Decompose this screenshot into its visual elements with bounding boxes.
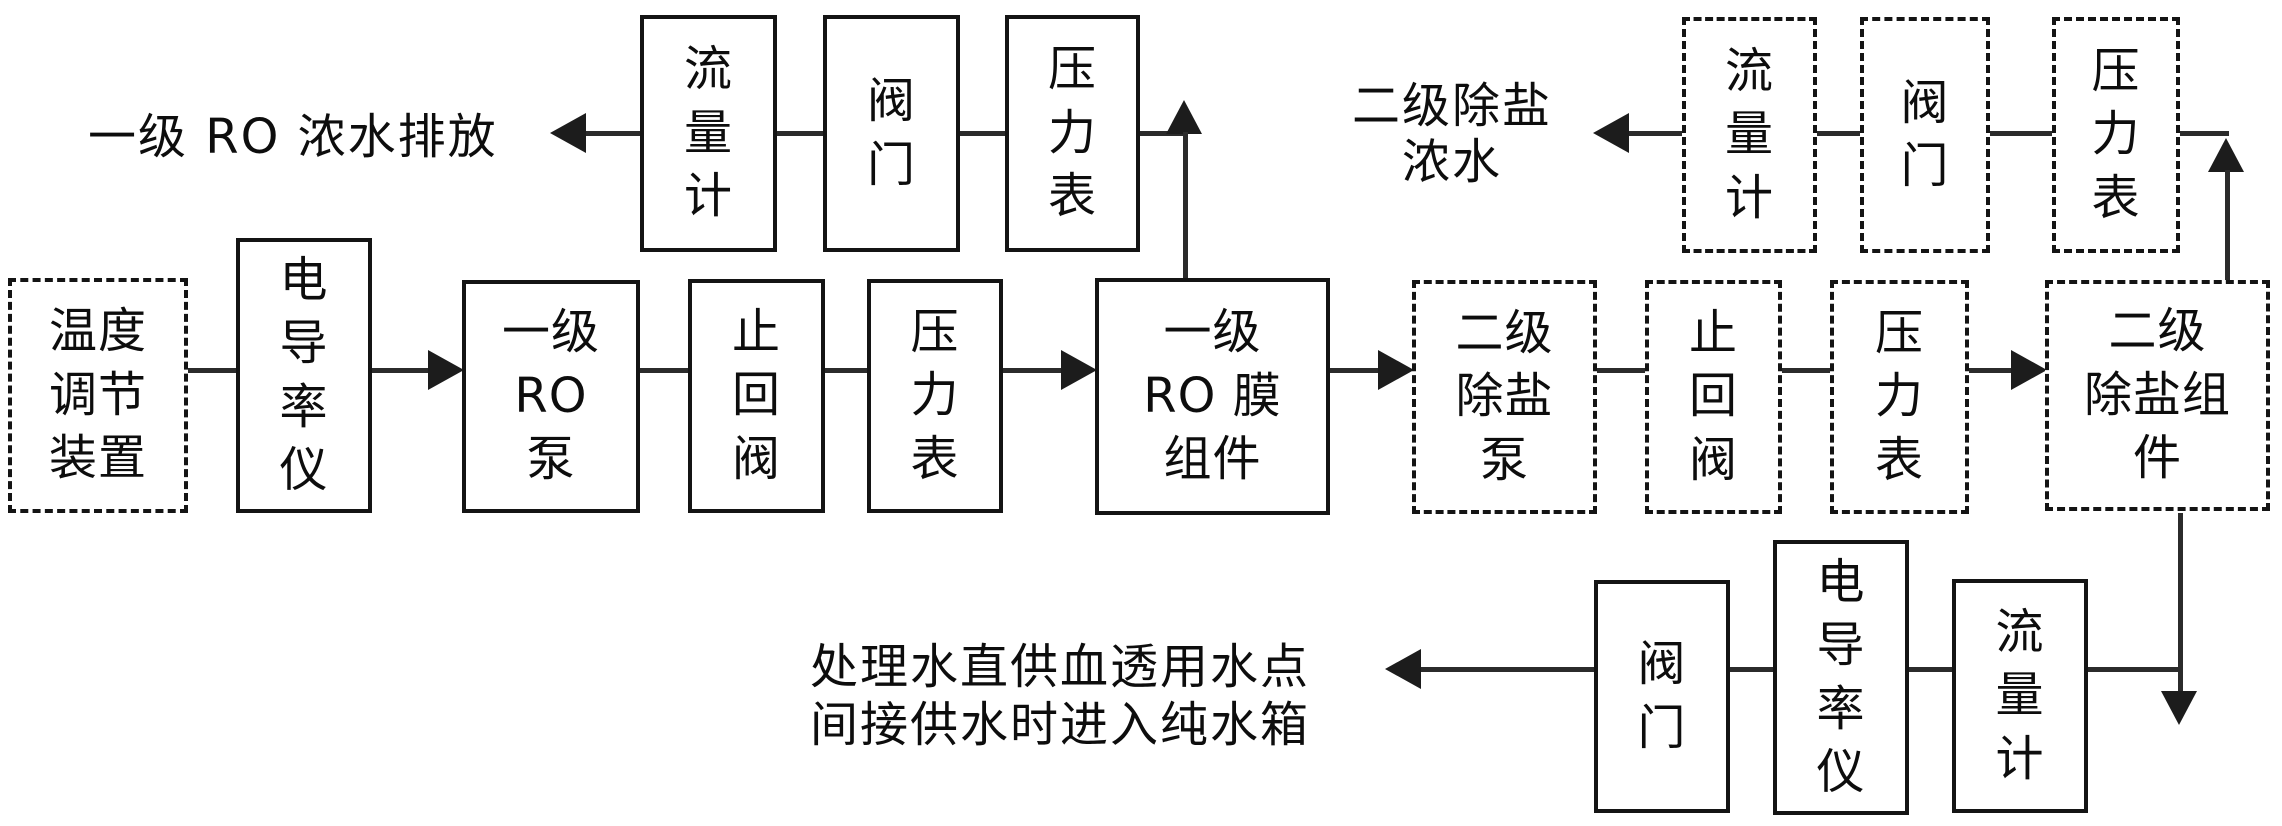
- connector-line: [2225, 170, 2230, 280]
- connector-line: [960, 131, 1005, 136]
- box-flowmeter-stage2-discharge: 流 量 计: [1682, 17, 1817, 253]
- arrowhead-right-icon: [2011, 350, 2047, 390]
- box-pressure-gauge-stage1-discharge: 压 力 表: [1005, 15, 1140, 252]
- connector-line: [1629, 131, 1682, 136]
- box-flowmeter-stage1-discharge: 流 量 计: [640, 15, 777, 252]
- box-stage1-ro-pump: 一级 RO 泵: [462, 280, 640, 513]
- arrowhead-right-icon: [1061, 350, 1097, 390]
- box-temperature-control: 温度 调节 装置: [8, 278, 188, 513]
- arrowhead-left-icon: [550, 113, 586, 153]
- box-outlet-valve: 阀 门: [1594, 580, 1730, 813]
- connector-line: [640, 368, 688, 373]
- box-check-valve-2: 止 回 阀: [1645, 280, 1782, 514]
- connector-line: [372, 368, 428, 373]
- connector-line: [1782, 368, 1830, 373]
- connector-line: [1183, 132, 1188, 278]
- arrowhead-left-icon: [1593, 113, 1629, 153]
- connector-line: [2178, 513, 2183, 693]
- arrowhead-up-icon: [1166, 100, 1202, 134]
- arrowhead-down-icon: [2161, 691, 2197, 725]
- arrowhead-up-icon: [2208, 138, 2244, 172]
- box-pressure-gauge-2: 压 力 表: [1830, 280, 1969, 514]
- connector-line: [188, 368, 236, 373]
- box-valve-stage2-discharge: 阀 门: [1860, 17, 1990, 253]
- connector-line: [1730, 667, 1773, 672]
- connector-line: [1990, 131, 2052, 136]
- box-stage2-desalt-pump: 二级 除盐 泵: [1412, 280, 1597, 514]
- arrowhead-left-icon: [1385, 649, 1421, 689]
- box-stage2-desalt-module: 二级 除盐组 件: [2045, 280, 2270, 511]
- label-treated-water-outlet: 处理水直供血透用水点 间接供水时进入纯水箱: [810, 639, 1311, 753]
- connector-line: [2180, 131, 2229, 136]
- box-valve-stage1-discharge: 阀 门: [823, 15, 960, 252]
- box-pressure-gauge-1: 压 力 表: [867, 279, 1003, 513]
- label-stage2-concentrate-discharge: 二级除盐 浓水: [1351, 78, 1552, 190]
- connector-line: [1909, 667, 1952, 672]
- connector-line: [1969, 368, 2011, 373]
- connector-line: [1003, 368, 1061, 373]
- connector-line: [1817, 131, 1860, 136]
- connector-line: [825, 368, 867, 373]
- arrowhead-right-icon: [1378, 350, 1414, 390]
- box-stage1-ro-membrane: 一级 RO 膜 组件: [1095, 278, 1330, 515]
- box-pressure-gauge-stage2-discharge: 压 力 表: [2052, 17, 2180, 253]
- connector-line: [1330, 368, 1378, 373]
- label-stage1-concentrate-discharge: 一级 RO 浓水排放: [88, 109, 498, 165]
- connector-line: [586, 131, 640, 136]
- box-conductivity-meter-inlet: 电 导 率 仪: [236, 238, 372, 513]
- connector-line: [1421, 667, 1594, 672]
- connector-line: [777, 131, 823, 136]
- connector-line: [1597, 368, 1645, 373]
- box-outlet-conductivity-meter: 电 导 率 仪: [1773, 540, 1909, 815]
- arrowhead-right-icon: [428, 350, 464, 390]
- box-check-valve-1: 止 回 阀: [688, 279, 825, 513]
- box-outlet-flowmeter: 流 量 计: [1952, 579, 2088, 813]
- connector-line: [2088, 667, 2180, 672]
- connector-line: [1140, 131, 1185, 136]
